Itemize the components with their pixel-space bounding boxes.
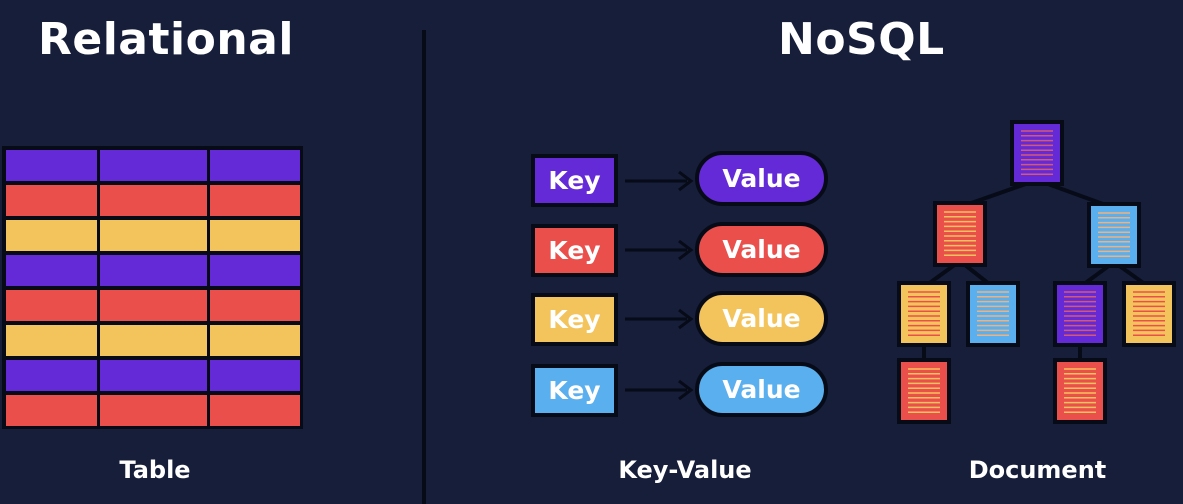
table-cell (6, 185, 97, 216)
arrow-right-icon (625, 170, 694, 192)
kv-value-2: Value (695, 222, 828, 277)
nosql-title: NoSQL (778, 14, 945, 65)
document-icon (1053, 358, 1107, 424)
document-icon (1087, 202, 1141, 268)
table-cell (210, 325, 300, 356)
kv-key-4: Key (531, 364, 618, 417)
table-cell (100, 185, 207, 216)
table-cell (6, 395, 97, 426)
table-cell (210, 185, 300, 216)
table-cell (6, 255, 97, 286)
table-cell (100, 290, 207, 321)
table-cell (100, 325, 207, 356)
table-cell (6, 325, 97, 356)
document-tree (897, 120, 1176, 424)
arrow-right-icon (625, 379, 694, 401)
table-cell (210, 255, 300, 286)
table-cell (210, 220, 300, 251)
document-icon (1053, 281, 1107, 347)
arrow-right-icon (625, 239, 694, 261)
section-divider (422, 30, 426, 504)
kv-value-1: Value (695, 151, 828, 206)
kv-key-3: Key (531, 293, 618, 346)
arrow-right-icon (625, 308, 694, 330)
table-cell (100, 395, 207, 426)
table-cell (210, 290, 300, 321)
table-cell (6, 150, 97, 181)
table-cell (100, 255, 207, 286)
document-icon (1122, 281, 1176, 347)
kv-value-4: Value (695, 362, 828, 417)
document-icon (933, 201, 987, 267)
relational-title: Relational (38, 14, 294, 65)
document-icon (897, 358, 951, 424)
kv-key-2: Key (531, 224, 618, 277)
table-caption: Table (119, 456, 191, 484)
table-cell (210, 395, 300, 426)
table-cell (100, 360, 207, 391)
document-icon (966, 281, 1020, 347)
table-cell (210, 150, 300, 181)
relational-table (2, 146, 303, 429)
table-cell (100, 150, 207, 181)
document-icon (1010, 120, 1064, 186)
kv-key-1: Key (531, 154, 618, 207)
document-icon (897, 281, 951, 347)
key-value-caption: Key-Value (618, 456, 752, 484)
kv-value-3: Value (695, 291, 828, 346)
table-cell (6, 220, 97, 251)
table-cell (100, 220, 207, 251)
table-cell (6, 360, 97, 391)
document-caption: Document (968, 456, 1107, 484)
table-cell (6, 290, 97, 321)
table-cell (210, 360, 300, 391)
